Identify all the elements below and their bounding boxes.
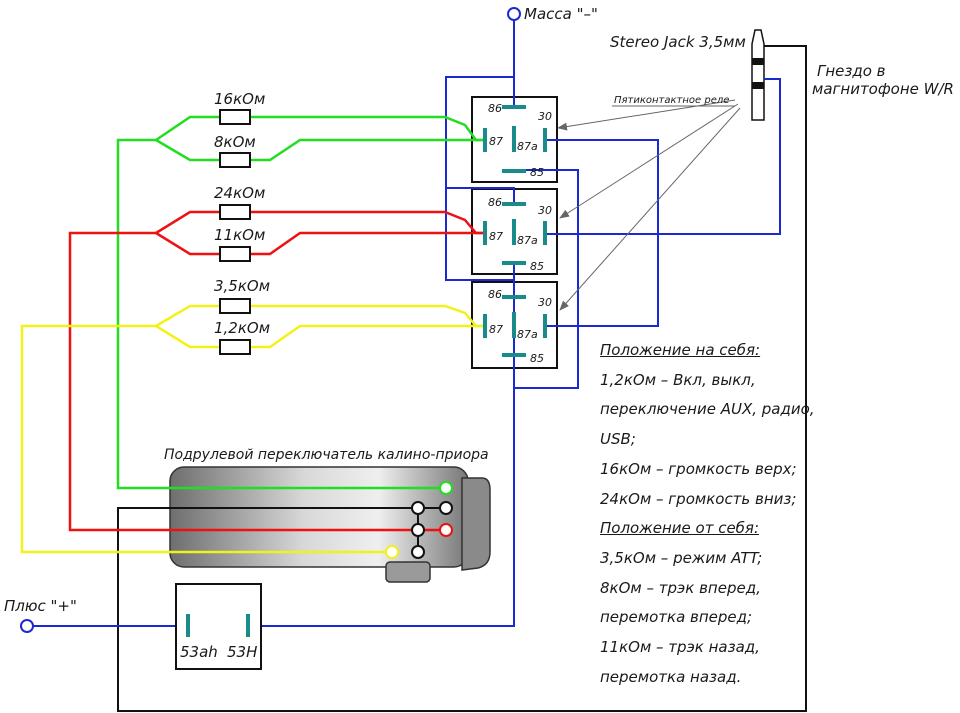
note-line: 11кОм – трэк назад, xyxy=(600,638,760,657)
terminal-53ah-label: 53ah xyxy=(180,643,218,661)
note-line: переключение AUX, радио, xyxy=(600,400,815,419)
pin-87: 87 xyxy=(489,230,503,243)
relay-label-arrows xyxy=(557,99,741,311)
pin-86: 86 xyxy=(488,196,502,209)
yellow-wires xyxy=(20,304,485,554)
green-wires xyxy=(116,115,485,490)
pin-85: 85 xyxy=(530,166,544,179)
resistor-24k-label: 24кОм xyxy=(214,184,265,202)
pin-86: 86 xyxy=(488,288,502,301)
pin-30: 30 xyxy=(538,204,552,217)
ground-label: Масса "–" xyxy=(524,5,598,23)
pin-87: 87 xyxy=(489,135,503,148)
note-line: 1,2кОм – Вкл, выкл, xyxy=(600,370,756,389)
pin-87: 87 xyxy=(489,323,503,336)
ignition-terminal-box xyxy=(175,583,262,670)
socket-label-line2: магнитофоне W/R xyxy=(812,80,954,98)
pin-86: 86 xyxy=(488,102,502,115)
pin-87a: 87a xyxy=(517,328,538,341)
resistors xyxy=(219,109,251,355)
socket-label-line1: Гнездо в xyxy=(817,62,886,80)
note-line: перемотка назад. xyxy=(600,667,742,686)
plus-label: Плюс "+" xyxy=(4,597,77,615)
pin-87a: 87a xyxy=(517,140,538,153)
pin-85: 85 xyxy=(530,260,544,273)
pin-30: 30 xyxy=(538,296,552,309)
switch-connectors xyxy=(385,481,453,559)
note-line: Положение на себя: xyxy=(600,341,761,359)
note-line: 16кОм – громкость верх; xyxy=(600,459,797,478)
ground-terminal xyxy=(507,7,521,21)
note-line: USB; xyxy=(600,430,636,449)
note-line: Положение от себя: xyxy=(600,519,760,538)
plus-terminal xyxy=(20,619,34,633)
resistor-3-5k-label: 3,5кОм xyxy=(214,277,270,295)
resistor-16k-label: 16кОм xyxy=(214,90,265,108)
switch-title: Подрулевой переключатель калино-приора xyxy=(164,447,489,463)
stereo-jack-plug xyxy=(751,29,765,121)
note-line: перемотка вперед; xyxy=(600,608,753,627)
steering-switch xyxy=(169,466,491,583)
note-line: 8кОм – трэк вперед, xyxy=(600,578,761,597)
pin-30: 30 xyxy=(538,110,552,123)
red-wires xyxy=(68,210,485,532)
pin-85: 85 xyxy=(530,352,544,365)
terminal-53h-label: 53Н xyxy=(227,643,257,661)
jack-label: Stereo Jack 3,5мм xyxy=(610,33,746,51)
relay-pin-labels: 86 30 87 87a 85 86 30 87 87a 85 86 30 87… xyxy=(488,102,552,365)
relay-type-label: Пятиконтактное реле xyxy=(614,95,729,106)
note-line: 3,5кОм – режим ATT; xyxy=(600,548,763,567)
resistor-8k-label: 8кОм xyxy=(214,133,256,151)
resistor-1-2k-label: 1,2кОм xyxy=(214,319,270,337)
pin-87a: 87a xyxy=(517,234,538,247)
note-line: 24кОм – громкость вниз; xyxy=(600,489,797,508)
resistor-11k-label: 11кОм xyxy=(214,226,265,244)
legend-notes: Положение на себя: 1,2кОм – Вкл, выкл, п… xyxy=(600,336,840,692)
relay-contacts xyxy=(483,105,547,357)
